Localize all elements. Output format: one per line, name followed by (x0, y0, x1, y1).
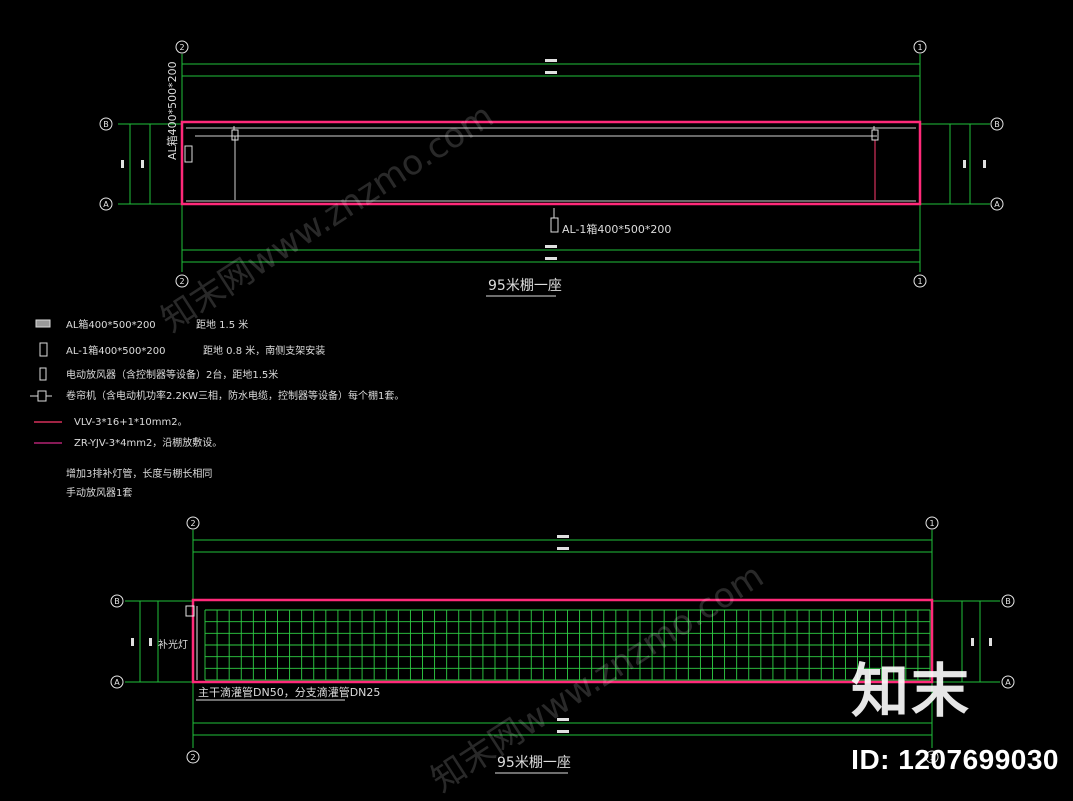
axis-label: 1 (929, 753, 934, 762)
note-line: 增加3排补灯管，长度与棚长相同 (66, 467, 212, 480)
valve-icon (185, 605, 195, 617)
drip-irrigation-grid (204, 609, 931, 681)
axis-label: A (1005, 678, 1011, 687)
axis-label: 1 (929, 519, 934, 528)
axis-label: A (103, 200, 109, 209)
watermark-logo: 知末 (850, 657, 971, 725)
axis-label: A (994, 200, 1000, 209)
plan2-title: 95米棚一座 (497, 755, 571, 771)
plan-1: 2 1 2 1 B A B A AL箱400*500*200 AL-1箱400*… (99, 40, 1004, 297)
fan-icon (39, 367, 47, 381)
axis-label: 2 (179, 43, 184, 52)
plan1-dimension-ticks (121, 59, 986, 260)
axis-label: B (1005, 597, 1011, 606)
axis-label: 2 (190, 519, 195, 528)
lamp-label: 补光灯 (158, 638, 188, 651)
axis-label: A (114, 678, 120, 687)
legend-text: AL箱400*500*200 (66, 318, 156, 331)
plan2-wall (191, 598, 934, 684)
al-box-icon (184, 145, 193, 163)
axis-label: B (114, 597, 120, 606)
plan2-axis-markers (110, 516, 1015, 764)
plan1-title: 95米棚一座 (488, 278, 562, 294)
watermark-id: ID: 1207699030 (851, 744, 1059, 775)
axis-label: 1 (917, 43, 922, 52)
note-line: 手动放风器1套 (66, 486, 132, 499)
legend-text: ZR-YJV-3*4mm2，沿棚放敷设。 (74, 436, 222, 449)
plan2-dimension-lines (125, 530, 1000, 748)
plan1-wall (180, 120, 922, 206)
al1-box-icon (550, 208, 559, 233)
legend-note: 距地 1.5 米 (196, 318, 248, 331)
legend-text: 卷帘机（含电动机功率2.2KW三相，防水电缆，控制器等设备）每个棚1套。 (66, 389, 404, 402)
axis-label: 2 (190, 753, 195, 762)
axis-label: 1 (917, 277, 922, 286)
plan1-vertical-label: AL箱400*500*200 (165, 61, 179, 160)
legend-text: 电动放风器（含控制器等设备）2台，距地1.5米 (66, 368, 278, 381)
fan-icon (231, 126, 239, 141)
legend-note: 距地 0.8 米，南侧支架安装 (203, 344, 325, 357)
axis-label: B (103, 120, 109, 129)
al-box-icon (35, 319, 51, 328)
legend-text: VLV-3*16+1*10mm2。 (74, 417, 188, 428)
motor-icon (30, 390, 52, 402)
fan-icon-2 (871, 126, 879, 141)
plan1-axis-markers (99, 40, 1004, 288)
plan1-bottom-label: AL-1箱400*500*200 (562, 222, 671, 236)
legend-text: AL-1箱400*500*200 (66, 344, 165, 357)
al1-box-icon (39, 342, 48, 357)
axis-label: 2 (179, 277, 184, 286)
legend: AL箱400*500*200 距地 1.5 米 AL-1箱400*500*200… (30, 318, 404, 499)
pipe-label: 主干滴灌管DN50，分支滴灌管DN25 (198, 685, 380, 699)
plan-2: 2 1 2 1 B A B A 补光灯 主干滴灌管DN50，分支滴灌管DN25 … (110, 516, 1015, 774)
plan2-dimension-ticks (131, 535, 992, 733)
axis-label: B (994, 120, 1000, 129)
